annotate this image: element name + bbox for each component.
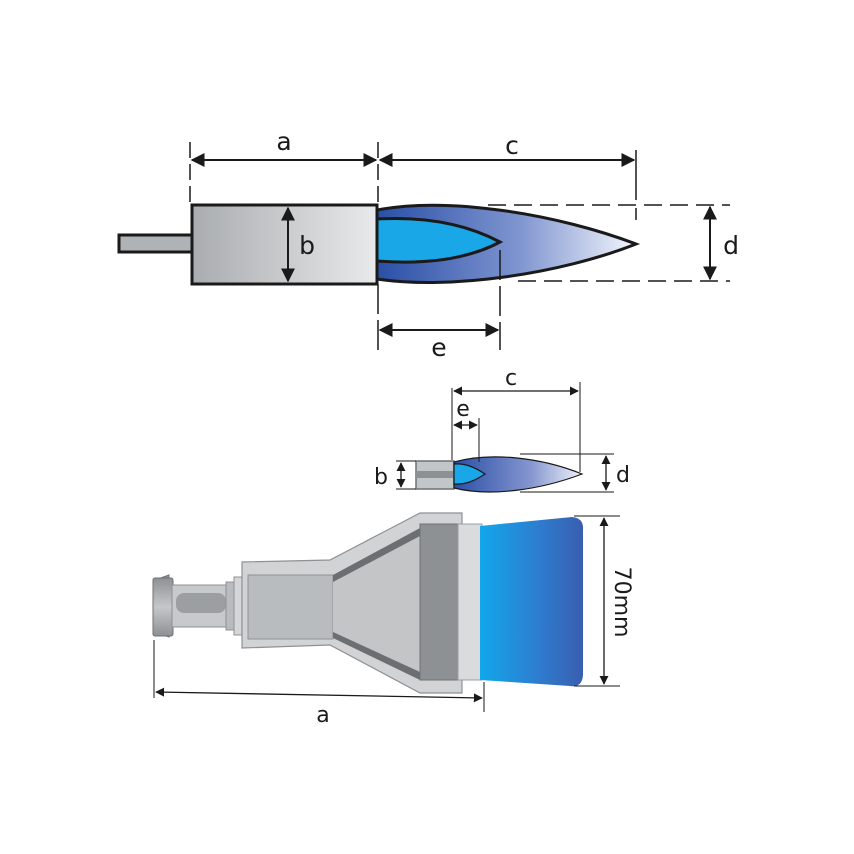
small-burner-diagram: c e b d (374, 366, 630, 493)
torch-diagram: a c b d e (117, 127, 739, 362)
small-label-b: b (374, 465, 388, 490)
wide-burner-flame (480, 517, 584, 687)
label-a: a (276, 127, 291, 156)
small-label-e: e (456, 397, 470, 422)
small-burner-outer-flame (453, 456, 584, 493)
torch-inner-flame (375, 217, 504, 264)
wide-dim-a-arrow (155, 687, 483, 703)
label-d: d (723, 231, 739, 260)
small-label-d: d (616, 463, 630, 488)
wide-burner-band (419, 523, 461, 681)
label-e: e (431, 333, 446, 362)
wide-burner-diagram: a 70mm (152, 512, 634, 728)
wide-label-a: a (316, 703, 329, 728)
torch-pipe (117, 233, 194, 254)
torch-body (190, 203, 379, 286)
label-b: b (299, 231, 315, 260)
small-burner-inner-flame (453, 463, 487, 485)
wide-label-width: 70mm (609, 567, 634, 638)
label-c: c (505, 131, 519, 160)
small-label-c: c (505, 366, 517, 391)
